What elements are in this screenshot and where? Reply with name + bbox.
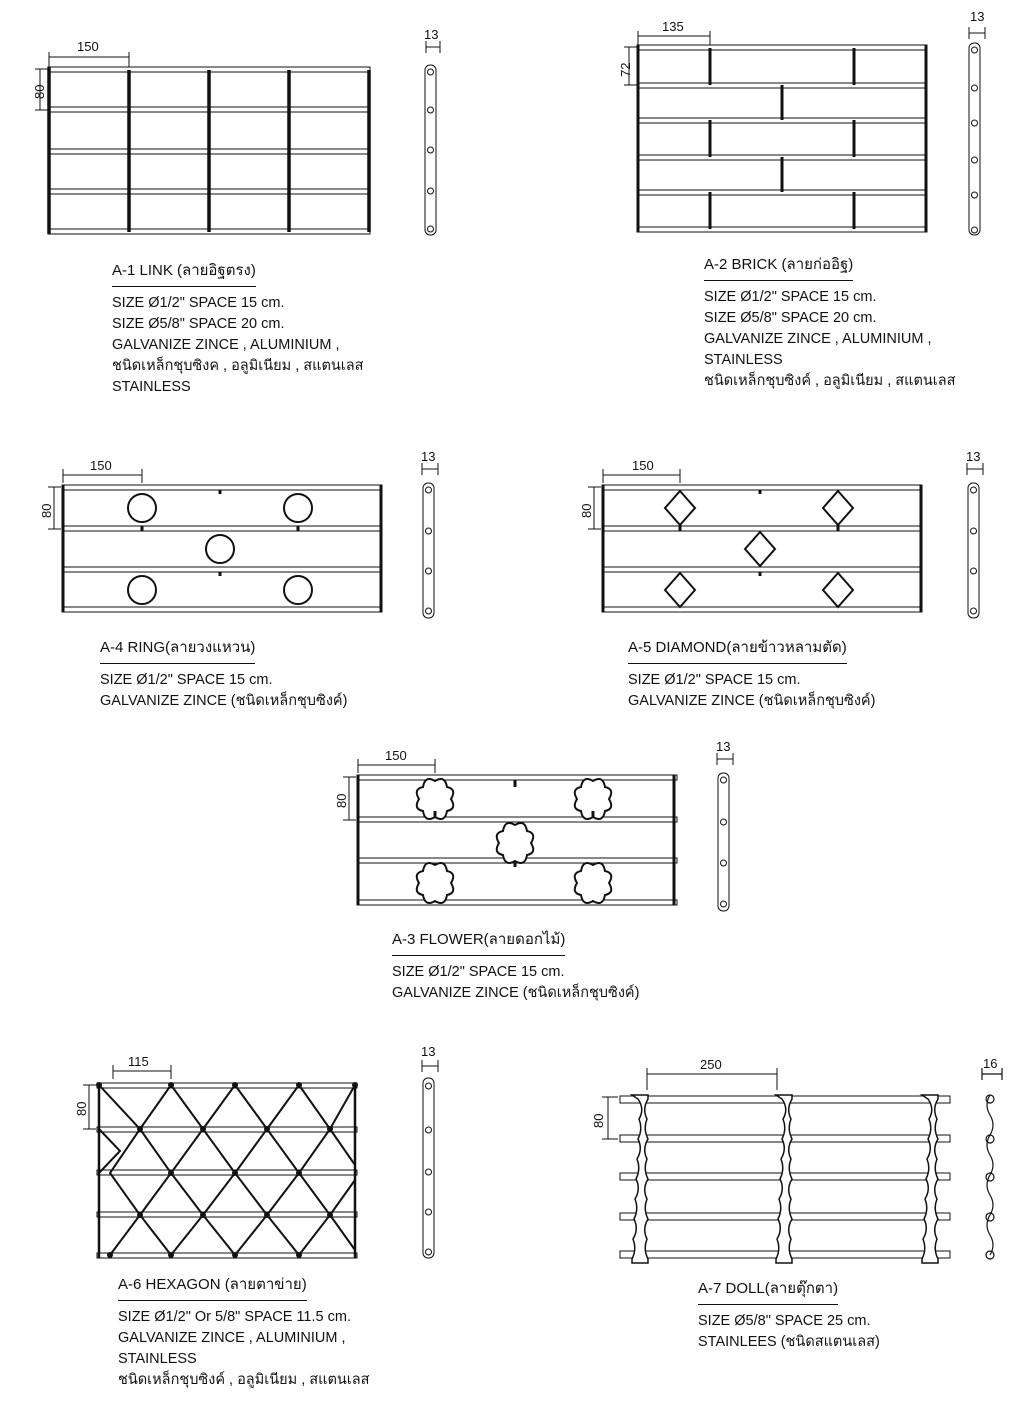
a1-side-drawing: 13 [424, 27, 441, 236]
a3-title: A-3 FLOWER(ลายดอกไม้) [392, 927, 566, 956]
a5-diamonds [663, 489, 855, 609]
a5-front-drawing: 150 80 [579, 458, 923, 613]
a6-side-drawing: 13 [421, 1044, 439, 1259]
a5-dim-side: 13 [966, 449, 980, 464]
a6-spec-1: SIZE Ø1/2" Or 5/8" SPACE 11.5 cm. [118, 1309, 351, 1325]
a2-spec-2: SIZE Ø5/8" SPACE 20 cm. [704, 310, 877, 326]
a2-spec-1: SIZE Ø1/2" SPACE 15 cm. [704, 289, 877, 305]
a6-spec-4: ชนิดเหล็กชุบซิงค์ , อลูมิเนียม , สแตนเลส [118, 1372, 370, 1388]
a4-spec-2: GALVANIZE ZINCE (ชนิดเหล็กชุบซิงค์) [100, 693, 348, 709]
a5-spec-1: SIZE Ø1/2" SPACE 15 cm. [628, 672, 801, 688]
a4-spec-1: SIZE Ø1/2" SPACE 15 cm. [100, 672, 273, 688]
a4-title: A-4 RING(ลายวงแหวน) [100, 635, 256, 664]
a1-spec-5: STAINLESS [112, 379, 191, 395]
a7-dim-side: 16 [983, 1056, 997, 1071]
a3-flowers [415, 778, 613, 904]
a1-spec-1: SIZE Ø1/2" SPACE 15 cm. [112, 295, 285, 311]
a4-dim-side: 13 [421, 449, 435, 464]
a1-title: A-1 LINK (ลายอิฐตรง) [112, 258, 256, 287]
a3-dim-v: 80 [334, 794, 349, 808]
a1-spec-2: SIZE Ø5/8" SPACE 20 cm. [112, 316, 285, 332]
a6-dim-side: 13 [421, 1044, 435, 1059]
a4-side-drawing: 13 [421, 449, 439, 619]
a3-caption: A-3 FLOWER(ลายดอกไม้) SIZE Ø1/2" SPACE 1… [392, 927, 639, 1004]
a5-dim-h: 150 [632, 458, 654, 473]
a3-dim-side: 13 [716, 739, 730, 754]
a2-title: A-2 BRICK (ลายก่ออิฐ) [704, 252, 854, 281]
a7-dolls [629, 1094, 939, 1264]
a3-dim-h: 150 [385, 748, 407, 763]
a7-spec-2: STAINLEES (ชนิดสแตนเลส) [698, 1334, 880, 1350]
a5-dim-v: 80 [579, 504, 594, 518]
a1-dim-v: 80 [32, 85, 47, 99]
a3-side-drawing: 13 [716, 739, 734, 912]
a6-front-drawing: 115 80 [74, 1054, 358, 1259]
a6-dim-v: 80 [74, 1102, 89, 1116]
a1-dim-side: 13 [424, 27, 438, 42]
a2-dim-h: 135 [662, 19, 684, 34]
a5-caption: A-5 DIAMOND(ลายข้าวหลามตัด) SIZE Ø1/2" S… [628, 635, 875, 712]
a4-dim-h: 150 [90, 458, 112, 473]
a7-caption: A-7 DOLL(ลายตุ๊กตา) SIZE Ø5/8" SPACE 25 … [698, 1276, 880, 1353]
a2-spec-5: ชนิดเหล็กชุบซิงค์ , อลูมิเนียม , สแตนเลส [704, 373, 956, 389]
a1-dim-h: 150 [77, 39, 99, 54]
a6-spec-3: STAINLESS [118, 1351, 197, 1367]
a3-front-drawing: 150 80 [334, 748, 678, 906]
a6-caption: A-6 HEXAGON (ลายตาข่าย) SIZE Ø1/2" Or 5/… [118, 1272, 369, 1391]
a5-title: A-5 DIAMOND(ลายข้าวหลามตัด) [628, 635, 847, 664]
a7-dim-h: 250 [700, 1057, 722, 1072]
a6-title: A-6 HEXAGON (ลายตาข่าย) [118, 1272, 307, 1301]
a2-front-drawing: 135 72 [618, 19, 928, 233]
a1-spec-4: ชนิดเหล็กชุบซิงค , อลูมิเนียม , สแตนเลส [112, 358, 364, 374]
a7-spec-1: SIZE Ø5/8" SPACE 25 cm. [698, 1313, 871, 1329]
a7-dim-v: 80 [591, 1114, 606, 1128]
a1-caption: A-1 LINK (ลายอิฐตรง) SIZE Ø1/2" SPACE 15… [112, 258, 363, 398]
a5-side-drawing: 13 [966, 449, 984, 619]
a2-caption: A-2 BRICK (ลายก่ออิฐ) SIZE Ø1/2" SPACE 1… [704, 252, 955, 392]
a2-dim-side: 13 [970, 9, 984, 24]
a2-dim-v: 72 [618, 63, 633, 77]
a7-title: A-7 DOLL(ลายตุ๊กตา) [698, 1276, 839, 1305]
a4-rings [127, 493, 313, 605]
a3-spec-1: SIZE Ø1/2" SPACE 15 cm. [392, 964, 565, 980]
a2-spec-4: STAINLESS [704, 352, 783, 368]
a6-dim-h: 115 [128, 1054, 149, 1069]
a6-spec-2: GALVANIZE ZINCE , ALUMINIUM , [118, 1330, 346, 1346]
a4-front-drawing: 150 80 [39, 458, 383, 613]
a2-spec-3: GALVANIZE ZINCE , ALUMINIUM , [704, 331, 932, 347]
a2-side-drawing: 13 [968, 9, 986, 236]
a5-spec-2: GALVANIZE ZINCE (ชนิดเหล็กชุบซิงค์) [628, 693, 876, 709]
a7-front-drawing: 250 80 [591, 1057, 951, 1264]
a7-side-drawing: 16 [981, 1056, 1003, 1260]
a1-front-drawing: 150 80 [32, 39, 371, 235]
a4-dim-v: 80 [39, 504, 54, 518]
a3-spec-2: GALVANIZE ZINCE (ชนิดเหล็กชุบซิงค์) [392, 985, 640, 1001]
a4-caption: A-4 RING(ลายวงแหวน) SIZE Ø1/2" SPACE 15 … [100, 635, 347, 712]
a1-spec-3: GALVANIZE ZINCE , ALUMINIUM , [112, 337, 340, 353]
